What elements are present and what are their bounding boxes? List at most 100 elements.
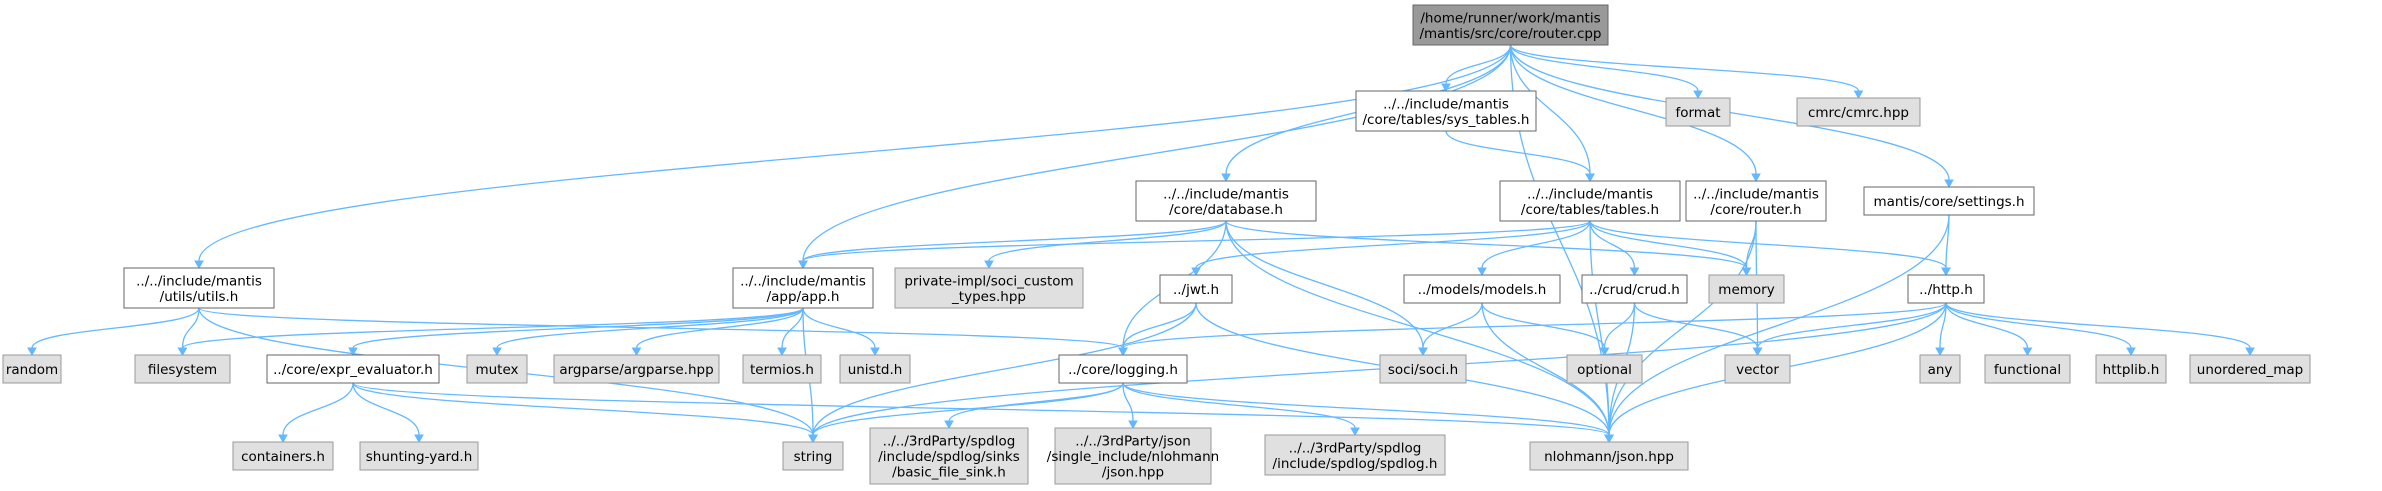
node-expr[interactable]: ../core/expr_evaluator.h — [266, 354, 440, 384]
node-box — [466, 354, 528, 384]
node-label: shunting-yard.h — [366, 449, 473, 465]
edge-root-to-app — [798, 44, 1512, 270]
node-box — [1724, 354, 1791, 384]
node-shunting[interactable]: shunting-yard.h — [359, 441, 479, 471]
node-unordered-map[interactable]: unordered_map — [2189, 354, 2311, 384]
edge-logging-to-nlohmann — [1122, 382, 1614, 444]
node-argparse[interactable]: argparse/argparse.hpp — [553, 354, 720, 384]
node-soci[interactable]: soci/soci.h — [1379, 354, 1467, 384]
node-utils[interactable]: ../../include/mantis/utils/utils.h — [123, 267, 275, 309]
edge-app-to-unistd — [802, 307, 880, 357]
node-label: /core/router.h — [1710, 202, 1801, 218]
node-nlohmann[interactable]: nlohmann/json.hpp — [1529, 441, 1689, 471]
node-label: containers.h — [241, 449, 325, 465]
edge-root-to-router_h — [1509, 44, 1761, 183]
node-label: ../jwt.h — [1173, 282, 1219, 298]
node-tables[interactable]: ../../include/mantis/core/tables/tables.… — [1499, 180, 1681, 222]
node-box — [1499, 180, 1681, 222]
node-label: ../core/logging.h — [1068, 362, 1178, 378]
node-http[interactable]: ../http.h — [1907, 274, 1985, 304]
include-nodes: /home/runner/work/mantis/mantis/src/core… — [2, 4, 2311, 485]
node-label: termios.h — [750, 362, 814, 378]
node-app[interactable]: ../../include/mantis/app/app.h — [732, 267, 874, 309]
node-json-single[interactable]: ../../3rdParty/json/single_include/nlohm… — [1047, 427, 1219, 485]
node-format[interactable]: format — [1665, 97, 1731, 127]
node-root[interactable]: /home/runner/work/mantis/mantis/src/core… — [1412, 4, 1609, 46]
node-functional[interactable]: functional — [1984, 354, 2071, 384]
node-settings[interactable]: mantis/core/settings.h — [1863, 186, 2035, 216]
node-label: ../models/models.h — [1418, 282, 1547, 298]
node-label: vector — [1736, 362, 1779, 378]
node-crud[interactable]: ../crud/crud.h — [1581, 274, 1688, 304]
edge-http-to-vector — [1752, 302, 1947, 357]
edge-http-to-functional — [1945, 302, 2033, 357]
node-box — [742, 354, 822, 384]
node-label: /core/database.h — [1169, 202, 1283, 218]
edge-database-to-nlohmann — [1225, 220, 1614, 444]
node-router-h[interactable]: ../../include/mantis/core/router.h — [1685, 180, 1827, 222]
node-label: ../crud/crud.h — [1589, 282, 1680, 298]
node-any[interactable]: any — [1919, 354, 1961, 384]
node-filesystem[interactable]: filesystem — [134, 354, 231, 384]
node-label: /basic_file_sink.h — [892, 465, 1006, 481]
node-memory[interactable]: memory — [1708, 274, 1785, 304]
node-label: /home/runner/work/mantis — [1420, 10, 1600, 26]
edge-database-to-soci_custom — [984, 220, 1227, 270]
node-label: nlohmann/json.hpp — [1544, 449, 1674, 465]
node-box — [553, 354, 720, 384]
edge-settings-to-nlohmann — [1604, 214, 1950, 444]
edge-tables-to-jwt — [1191, 220, 1591, 277]
node-box — [266, 354, 440, 384]
node-box — [1529, 441, 1689, 471]
node-logging[interactable]: ../core/logging.h — [1058, 354, 1188, 384]
node-box — [1159, 274, 1233, 304]
edge-utils-to-random — [27, 307, 200, 357]
node-sink[interactable]: ../../3rdParty/spdlog/include/spdlog/sin… — [869, 427, 1029, 485]
node-vector[interactable]: vector — [1724, 354, 1791, 384]
edge-database-to-soci — [1225, 220, 1428, 357]
edge-utils-to-logging — [198, 307, 1128, 357]
edge-expr-to-shunting — [352, 382, 424, 444]
node-mutex[interactable]: mutex — [466, 354, 528, 384]
node-label: format — [1675, 105, 1720, 121]
node-models[interactable]: ../models/models.h — [1403, 274, 1561, 304]
edge-app-to-expr — [348, 307, 804, 357]
edge-crud-to-optional — [1599, 302, 1636, 357]
node-jwt[interactable]: ../jwt.h — [1159, 274, 1233, 304]
node-label: memory — [1718, 282, 1774, 298]
node-cmrc[interactable]: cmrc/cmrc.hpp — [1796, 97, 1921, 127]
node-box — [134, 354, 231, 384]
node-random[interactable]: random — [2, 354, 62, 384]
node-label: random — [6, 362, 58, 378]
edge-tables-to-http — [1589, 220, 1951, 277]
node-label: functional — [1994, 362, 2061, 378]
node-unistd[interactable]: unistd.h — [839, 354, 911, 384]
node-label: ../core/expr_evaluator.h — [273, 362, 433, 378]
node-label: argparse/argparse.hpp — [559, 362, 713, 378]
node-containers[interactable]: containers.h — [232, 441, 334, 471]
edge-root-to-cmrc — [1509, 44, 1864, 100]
node-label: /include/spdlog/spdlog.h — [1273, 456, 1438, 472]
edge-http-to-unordered_map — [1945, 302, 2255, 357]
node-label: any — [1928, 362, 1953, 378]
edge-app-to-mutex — [492, 307, 804, 357]
node-box — [732, 267, 874, 309]
node-label: /core/tables/tables.h — [1521, 202, 1659, 218]
node-box — [359, 441, 479, 471]
node-optional[interactable]: optional — [1566, 354, 1643, 384]
node-database[interactable]: ../../include/mantis/core/database.h — [1135, 180, 1317, 222]
node-sys-tables[interactable]: ../../include/mantis/core/tables/sys_tab… — [1355, 90, 1537, 132]
node-label: /core/tables/sys_tables.h — [1363, 112, 1530, 128]
node-box — [782, 441, 844, 471]
node-termios[interactable]: termios.h — [742, 354, 822, 384]
node-string[interactable]: string — [782, 441, 844, 471]
node-httplib[interactable]: httplib.h — [2095, 354, 2167, 384]
edge-expr-to-containers — [278, 382, 354, 444]
node-label: ../../3rdParty/spdlog — [883, 434, 1016, 450]
node-box — [1403, 274, 1561, 304]
node-label: httplib.h — [2103, 362, 2160, 378]
node-spdlog[interactable]: ../../3rdParty/spdlog/include/spdlog/spd… — [1264, 434, 1446, 476]
edge-logging-to-sink — [944, 382, 1124, 430]
node-soci-custom[interactable]: private-impl/soci_custom_types.hpp — [894, 267, 1084, 309]
